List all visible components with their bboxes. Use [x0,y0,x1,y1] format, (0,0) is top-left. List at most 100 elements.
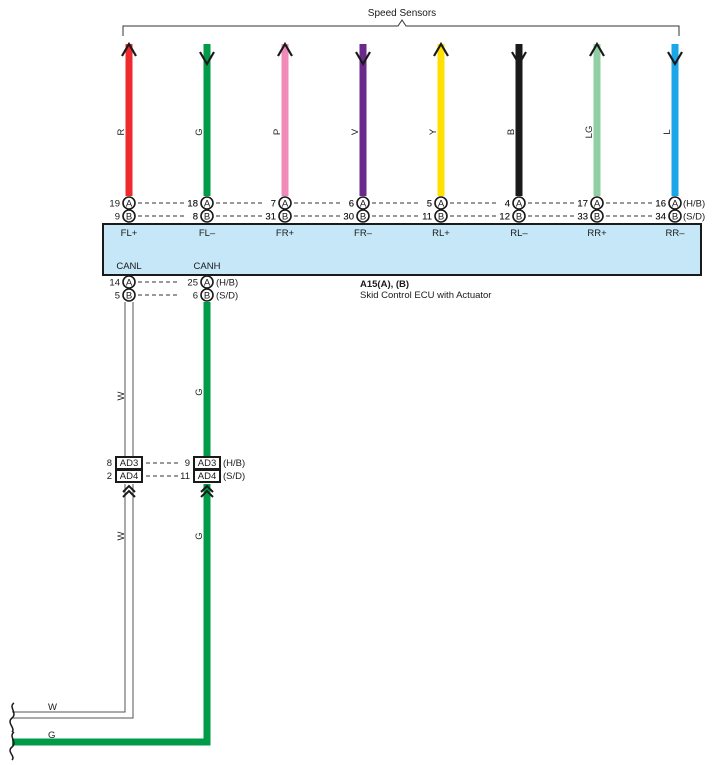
pin-number: 31 [265,212,276,223]
canh-wire-label-upper: G [194,388,205,395]
connector-pin-circle [590,196,604,210]
wire-color-label: B [506,129,517,135]
connector-letter: A [204,199,211,210]
pin-number: 6 [193,291,198,302]
arrow-up-icon [121,41,137,57]
connector-pin-circle [512,196,526,210]
connector-pin-circle [200,209,214,223]
wire-color-label: V [350,128,361,135]
pin-number: 5 [427,199,432,210]
pin-number: 7 [271,199,276,210]
junction-pin-2: 2 [107,471,112,482]
arrow-down-icon [355,51,371,67]
can-wires [12,302,211,746]
pin-number: 6 [349,199,354,210]
connector-pin-circle [200,275,214,289]
connector-pin-circle [590,209,604,223]
connector-letter: A [672,199,679,210]
pin-number: 6 [349,199,354,210]
pin-number: 8 [193,212,198,223]
variant-label: (H/B) [216,278,238,289]
terminal-label: RL– [510,228,528,239]
wire-break-icon [9,702,15,733]
bottom-label-w: W [48,702,57,713]
arrow-down-icon [199,51,215,67]
pin-number: 4 [505,199,510,210]
junction-variant-sd: (S/D) [223,471,245,482]
arrow-up-icon [589,41,605,57]
junction-pin-9: 9 [185,458,190,469]
junction-ad4-left [115,469,143,483]
canh-wire [12,302,211,746]
pin-number: 7 [271,199,276,210]
connector-letter: B [438,212,444,223]
connector-pin-circle [122,288,136,302]
ecu-terminals: FL+FL–FR+FR–RL+RL–RR+RR– [121,228,686,239]
terminal-label: FL+ [121,228,138,239]
arrow-up-icon [277,41,293,57]
junction-ad4-right [193,469,221,483]
connector-pin-circle [200,288,214,302]
connector-letter: A [594,199,601,210]
wire-color-label: Y [428,128,439,135]
connector-pin-circle [434,209,448,223]
connector-pin-circle [122,196,136,210]
connector-pin-circle [356,196,370,210]
connector-letter: A [516,199,523,210]
pin-number: 25 [187,278,198,289]
pin-number: 34 [655,212,666,223]
can-high-terminal: CANH [194,261,221,272]
wire-color-label: P [272,129,283,135]
terminal-label: FR– [354,228,373,239]
canl-wire-label-lower: W [116,531,127,540]
pin-number: 5 [115,291,120,302]
connector-letter: B [126,291,132,302]
bottom-label-g: G [48,730,55,741]
pin-number: 12 [499,212,510,223]
terminal-label: RL+ [432,228,450,239]
wire-color-label: G [194,128,205,135]
connector-pin-circle [356,209,370,223]
variant-label: (H/B) [683,199,705,210]
junction-ad4-right-label: AD4 [198,471,216,482]
pin-number: 9 [115,212,120,223]
connector-pin-circle [278,196,292,210]
connector-letter: B [204,291,210,302]
connector-letter: A [360,199,367,210]
junction-pin-11: 11 [180,471,190,482]
canh-wire-label-lower: G [194,532,205,539]
pin-number: 17 [577,199,588,210]
arrow-down-icon [667,51,683,67]
terminal-label: RR– [665,228,685,239]
pin-number: 33 [577,212,588,223]
connector-letter: A [126,278,133,289]
pin-number: 18 [187,199,198,210]
wire-color-label: R [116,128,127,135]
pin-number: 5 [427,199,432,210]
pin-number: 14 [109,278,120,289]
arrow-up-icon [433,41,449,57]
canl-wire-label-upper: W [116,391,127,400]
variant-label: (S/D) [683,212,705,223]
connector-pin-circle [512,209,526,223]
chevron-up-icon [200,484,214,498]
connector-pin-circle [668,209,682,223]
connector-letter: B [516,212,522,223]
connector-letter: B [126,212,132,223]
speed-sensors-bracket: Speed Sensors [122,8,680,36]
ecu-code: A15(A), (B) [360,279,409,290]
terminal-label: FL– [199,228,216,239]
junction-pin-8: 8 [107,458,112,469]
connector-letter: B [204,212,210,223]
pin-number: 16 [655,199,666,210]
wire-color-label: LG [584,126,595,139]
speed-sensors-label: Speed Sensors [368,8,436,19]
